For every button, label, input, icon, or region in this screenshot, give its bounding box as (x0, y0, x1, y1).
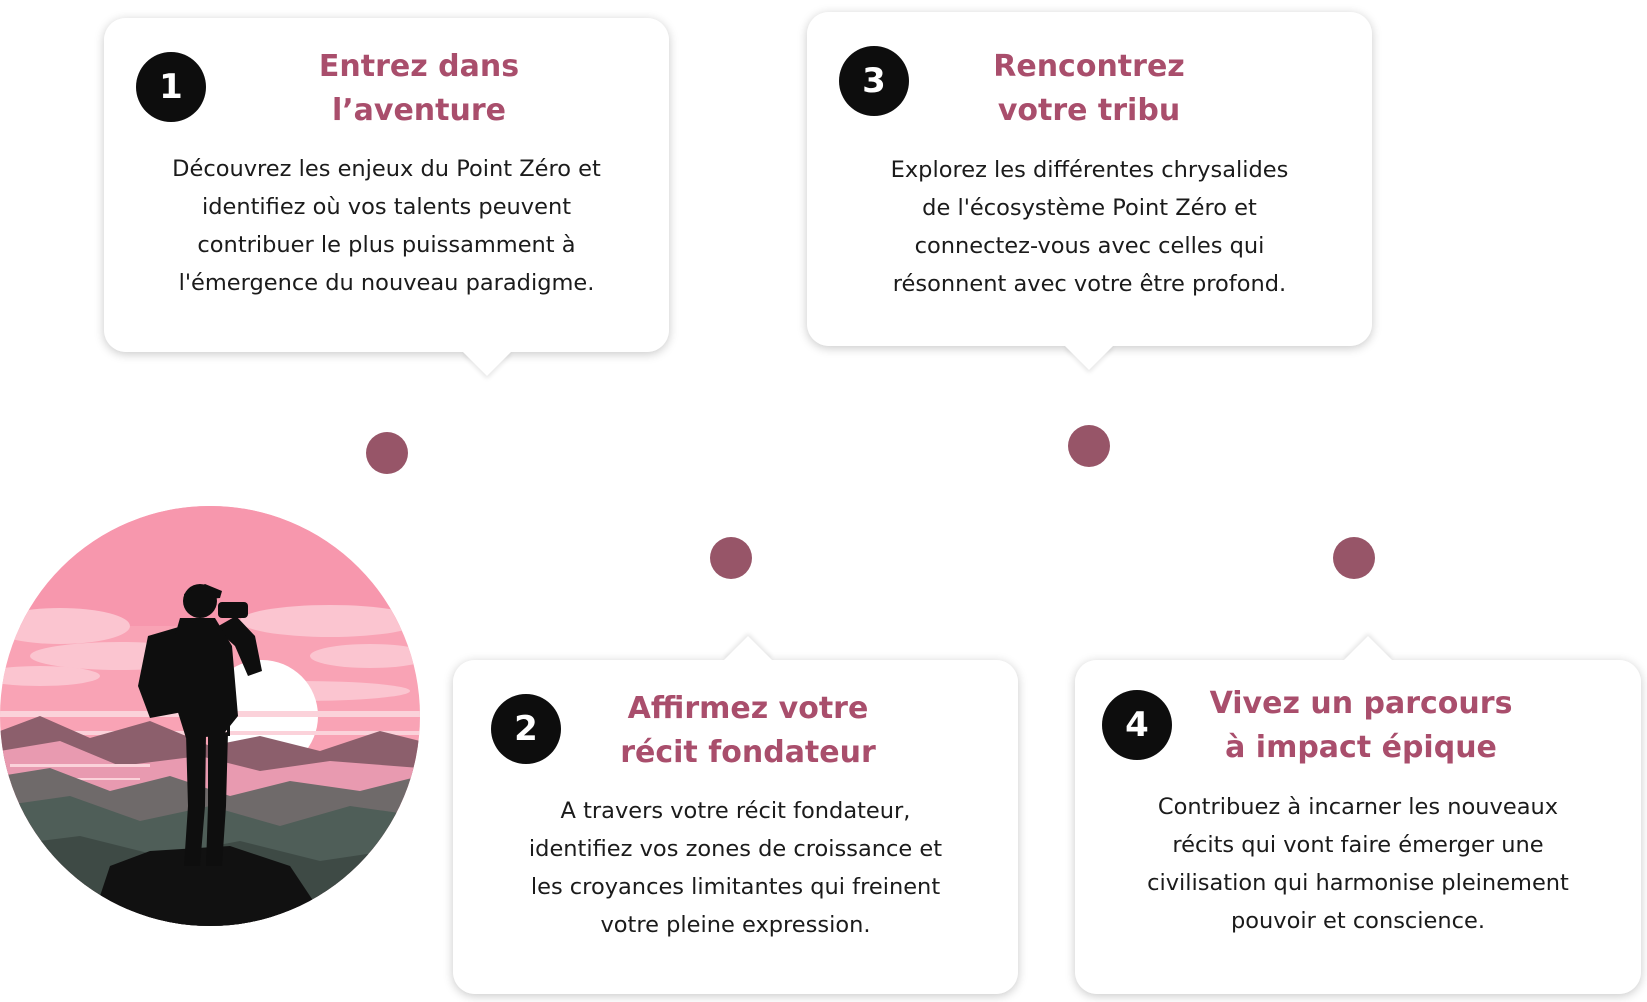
step-description: Découvrez les enjeux du Point Zéro et id… (172, 156, 601, 296)
step-title: Rencontrez votre tribu (993, 49, 1185, 128)
step-title: Entrez dans l’aventure (318, 49, 520, 128)
step-number-badge: 4 (1102, 690, 1172, 760)
step-card-3: 3 Rencontrez votre tribu Explorez les di… (807, 12, 1372, 371)
card-surface: 3 Rencontrez votre tribu Explorez les di… (807, 12, 1372, 346)
step-card-2: 2 Affirmez votre récit fondateur A trave… (453, 635, 1018, 994)
step-number-badge: 3 (839, 46, 909, 116)
timeline-dot-4 (1333, 537, 1375, 579)
step-number-badge: 2 (491, 694, 561, 764)
step-title: Vivez un parcours à impact épique (1209, 686, 1513, 765)
step-number-badge: 1 (136, 52, 206, 122)
step-description: A travers votre récit fondateur, identif… (528, 798, 943, 938)
step-description: Contribuez à incarner les nouveaux récit… (1147, 794, 1569, 934)
timeline-dot-1 (366, 432, 408, 474)
card-surface: 1 Entrez dans l’aventure Découvrez les e… (104, 18, 669, 352)
timeline-dot-2 (710, 537, 752, 579)
step-card-4: 4 Vivez un parcours à impact épique Cont… (1075, 635, 1641, 994)
step-card-1: 1 Entrez dans l’aventure Découvrez les e… (104, 18, 669, 377)
step-title: Affirmez votre récit fondateur (620, 691, 876, 770)
timeline-dot-3 (1068, 425, 1110, 467)
step-description: Explorez les différentes chrysalides de … (890, 157, 1289, 297)
card-surface: 4 Vivez un parcours à impact épique Cont… (1075, 660, 1641, 994)
card-surface: 2 Affirmez votre récit fondateur A trave… (453, 660, 1018, 994)
hiker-with-binoculars-sunset-icon (0, 506, 420, 926)
